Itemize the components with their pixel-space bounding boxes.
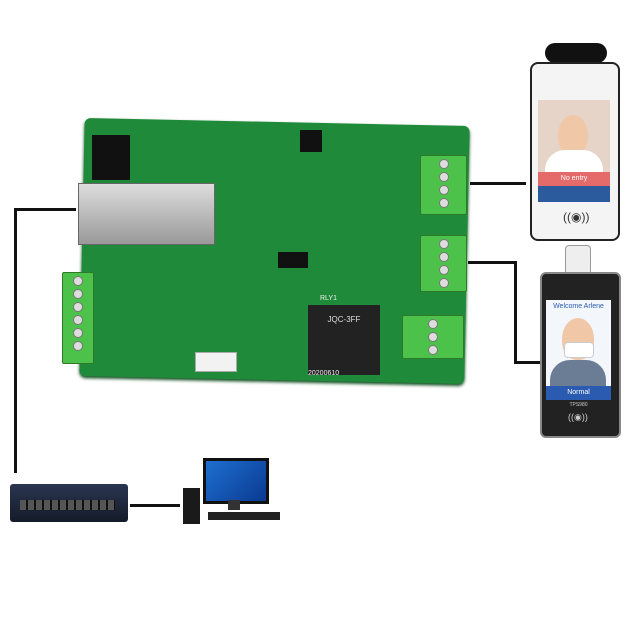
nfc-icon: ((◉)) bbox=[563, 210, 590, 224]
wire-board-device-bottom-h2 bbox=[514, 361, 540, 364]
terminal-block-right-top bbox=[420, 155, 467, 215]
ic-chip bbox=[278, 252, 308, 268]
wire-board-device-top bbox=[470, 182, 526, 185]
rj45-port bbox=[78, 183, 215, 245]
relay: JQC-3FF bbox=[308, 305, 380, 375]
status-banner: Normal bbox=[546, 386, 611, 400]
camera-module bbox=[565, 245, 591, 275]
status-banner: No entry bbox=[538, 172, 610, 186]
monitor-stand bbox=[228, 500, 240, 510]
keyboard bbox=[208, 512, 280, 520]
terminal-block-right-bottom bbox=[402, 315, 464, 359]
welcome-text: Welcome Arlene bbox=[553, 303, 604, 310]
dc-jack bbox=[92, 135, 130, 180]
face-mask bbox=[564, 342, 594, 358]
wire-board-device-bottom-v bbox=[514, 261, 517, 363]
date-code: 20200610 bbox=[308, 370, 340, 377]
inductor bbox=[300, 130, 322, 152]
face-image bbox=[558, 115, 588, 155]
wire-switch-board-horizontal bbox=[14, 208, 76, 211]
white-connector bbox=[195, 352, 237, 372]
terminal-block-right-middle bbox=[420, 235, 467, 292]
relay-label: JQC-3FF bbox=[327, 315, 361, 324]
shoulders bbox=[545, 150, 603, 172]
wire-switch-pc bbox=[130, 504, 180, 507]
switch-ports bbox=[20, 500, 115, 510]
wire-switch-board-vertical bbox=[14, 208, 17, 473]
model-label: TPS980 bbox=[569, 402, 588, 408]
info-panel bbox=[538, 186, 610, 202]
relay-ref: RLY1 bbox=[320, 295, 337, 302]
nfc-icon: ((◉)) bbox=[568, 412, 588, 422]
shoulders bbox=[550, 360, 606, 386]
pc-tower bbox=[183, 488, 200, 524]
wire-board-device-bottom-h1 bbox=[468, 261, 516, 264]
camera-module bbox=[545, 43, 607, 63]
pc-monitor bbox=[203, 458, 269, 504]
terminal-block-left bbox=[62, 272, 94, 364]
